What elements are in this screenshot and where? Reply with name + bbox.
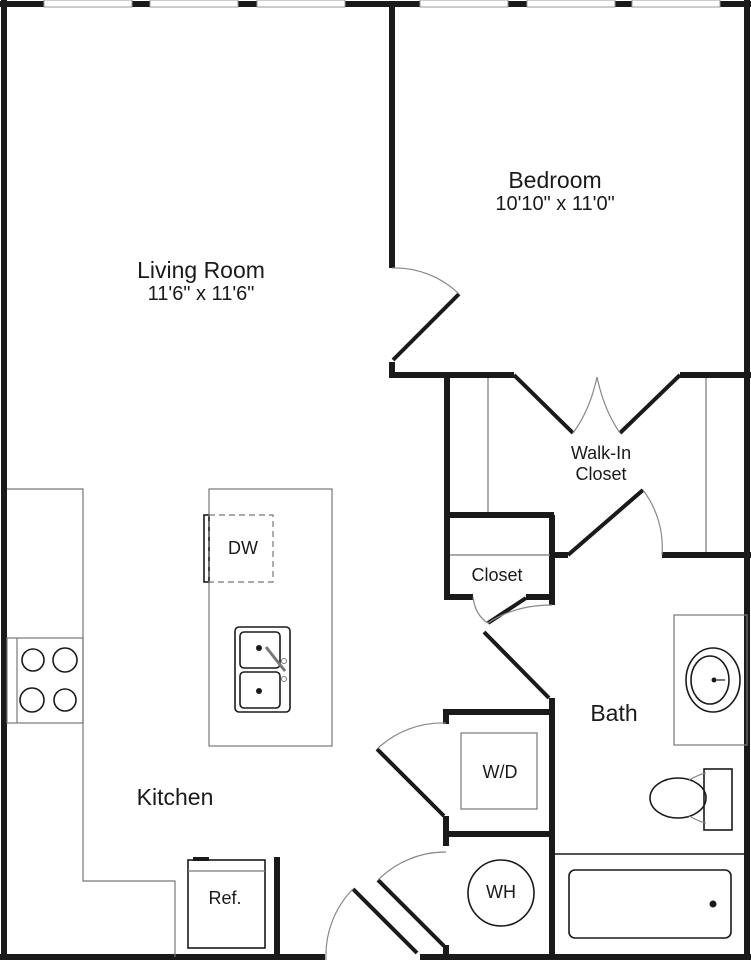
bath-door[interactable] bbox=[482, 630, 551, 700]
dishwasher-label: DW bbox=[228, 538, 258, 558]
small-closet-walls bbox=[444, 512, 555, 605]
walkin-closet-label: Walk-In Closet bbox=[571, 443, 631, 484]
bedroom-dimensions: 10'10" x 11'0" bbox=[495, 193, 615, 216]
bath-vanity bbox=[673, 614, 748, 746]
washer-dryer-label: W/D bbox=[482, 762, 518, 782]
windows bbox=[43, 0, 721, 8]
laundry-closet-walls bbox=[443, 709, 553, 846]
walkin-closet-walls bbox=[444, 375, 751, 597]
walkin-bifold-doors[interactable] bbox=[512, 373, 682, 435]
water-heater-door[interactable] bbox=[376, 851, 449, 960]
bath-walls bbox=[549, 698, 747, 960]
living-room-dimensions: 11'6" x 11'6" bbox=[147, 283, 255, 306]
living-room-label: Living Room 11'6" x 11'6" bbox=[137, 257, 265, 306]
walkin-closet-name: Walk-In bbox=[570, 443, 632, 463]
bedroom-walls bbox=[389, 4, 751, 378]
kitchen-island bbox=[203, 488, 333, 747]
kitchen-sink bbox=[234, 626, 291, 713]
refrigerator bbox=[187, 857, 280, 957]
toilet bbox=[649, 768, 733, 831]
refrigerator-label: Ref. bbox=[208, 888, 242, 908]
water-heater-label: WH bbox=[486, 882, 516, 902]
entry-door[interactable] bbox=[325, 887, 419, 960]
walkin-closet-name-line2: Closet bbox=[575, 463, 627, 484]
walkin-closet-door[interactable] bbox=[566, 488, 663, 557]
water-heater bbox=[467, 859, 535, 927]
bedroom-name: Bedroom bbox=[508, 167, 602, 193]
kitchen-counters bbox=[6, 488, 176, 957]
closet-label: Closet bbox=[471, 565, 523, 585]
bedroom-label: Bedroom 10'10" x 11'0" bbox=[495, 167, 614, 216]
laundry-door[interactable] bbox=[375, 722, 447, 818]
cooktop bbox=[19, 647, 78, 713]
bathtub bbox=[568, 869, 732, 939]
washer-dryer bbox=[460, 732, 538, 810]
living-room-name: Living Room bbox=[137, 257, 265, 283]
small-closet-door[interactable] bbox=[472, 596, 553, 625]
bedroom-door[interactable] bbox=[391, 267, 461, 362]
kitchen-label: Kitchen bbox=[136, 784, 214, 810]
bath-label: Bath bbox=[590, 700, 638, 726]
